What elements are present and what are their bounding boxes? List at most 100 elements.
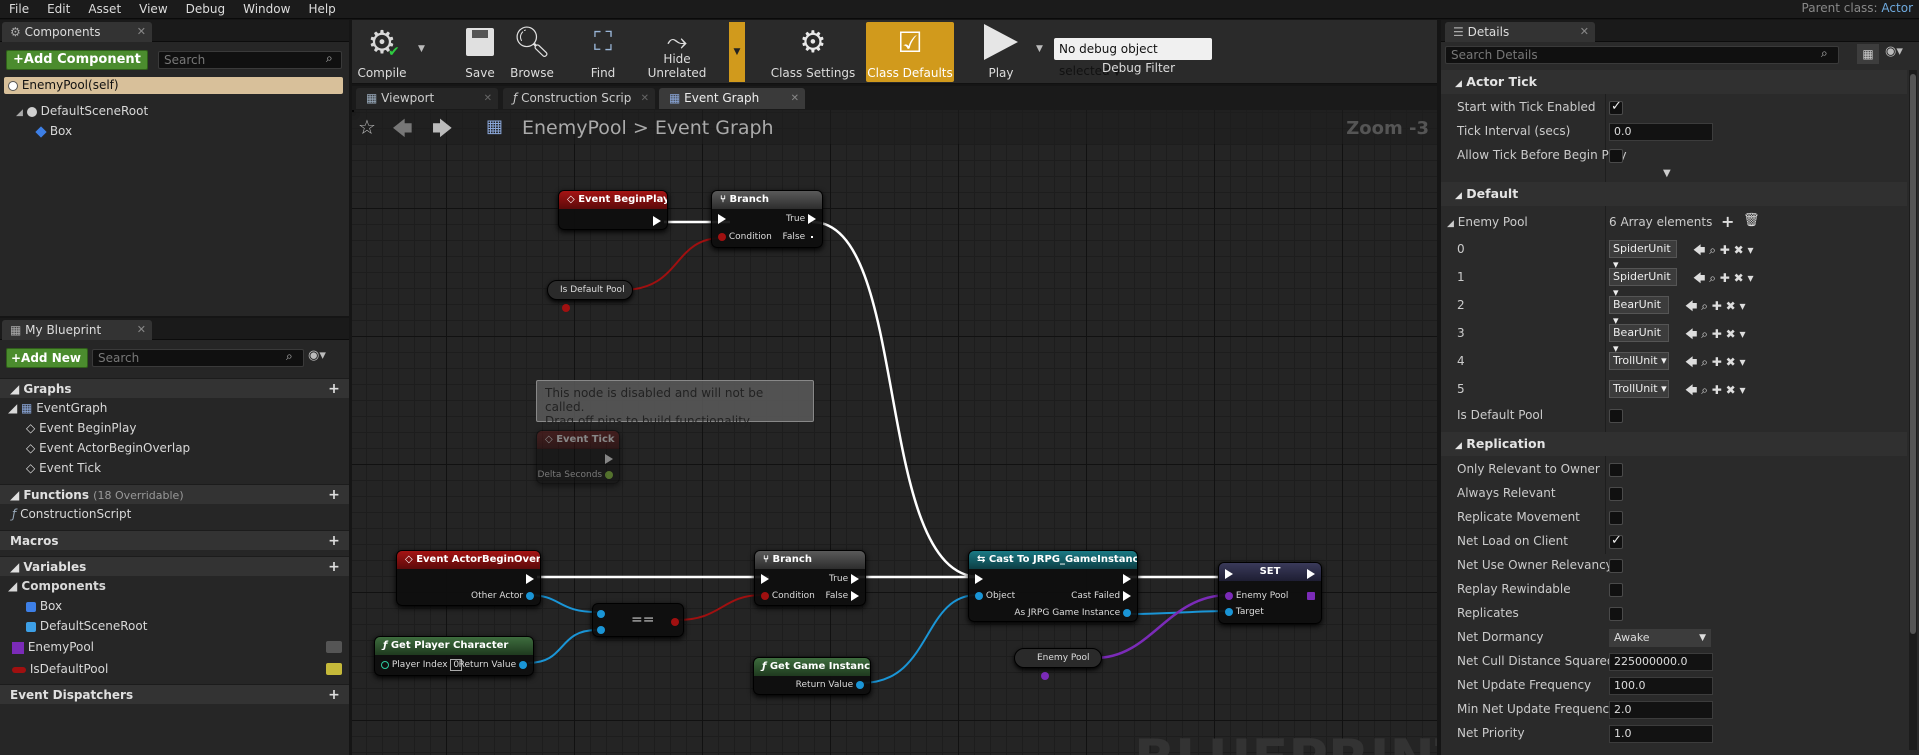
exec-out-pin[interactable] xyxy=(526,573,534,585)
tab-viewport[interactable]: ▦ Viewport✕ xyxy=(356,88,498,109)
visibility-open-icon[interactable] xyxy=(326,663,342,675)
target-pin[interactable]: Target xyxy=(1225,606,1264,618)
node-get-game-instance[interactable]: ƒ Get Game Instance Return Value xyxy=(753,657,871,695)
graphs-section[interactable]: ◢ Graphs+ xyxy=(0,378,349,398)
tree-item-box[interactable]: Box xyxy=(35,121,72,141)
node-get-isdefaultpool[interactable]: Is Default Pool xyxy=(547,280,633,312)
condition-pin[interactable]: Condition xyxy=(718,231,772,243)
details-search-input[interactable]: Search Details xyxy=(1445,46,1839,64)
expand-advanced-icon[interactable]: ▼ xyxy=(1663,168,1671,179)
add-variable-plus-icon[interactable]: + xyxy=(328,559,340,575)
exec-out-pin[interactable] xyxy=(1307,568,1315,580)
compile-button[interactable]: ⚙✔ Compile xyxy=(354,22,410,82)
var-item-defaultsceneroot[interactable]: DefaultSceneRoot xyxy=(26,616,147,636)
rep-checkbox[interactable] xyxy=(1609,583,1623,597)
var-item-enemypool[interactable]: EnemyPool xyxy=(12,637,342,657)
bool-out-pin[interactable] xyxy=(562,303,570,312)
eye-icon[interactable]: ◉▾ xyxy=(1885,44,1903,59)
tab-event-graph[interactable]: ▦ Event Graph✕ xyxy=(659,88,805,109)
details-scrollbar[interactable] xyxy=(1909,70,1917,750)
enemy-pool-out-pin[interactable] xyxy=(1307,590,1315,602)
node-get-enemypool[interactable]: Enemy Pool xyxy=(1014,648,1102,680)
forward-arrow-icon[interactable]: 🡆 xyxy=(432,116,453,140)
exec-out-pin[interactable] xyxy=(605,453,613,465)
true-pin[interactable]: True xyxy=(829,573,859,585)
object-pin[interactable]: Object xyxy=(975,590,1015,602)
self-item[interactable]: EnemyPool(self) xyxy=(4,77,343,94)
components-search-input[interactable]: Search xyxy=(158,51,342,69)
add-dispatcher-plus-icon[interactable]: + xyxy=(328,687,340,703)
browse-button[interactable]: 🔍︎ Browse xyxy=(501,22,563,82)
false-pin[interactable]: False xyxy=(783,231,816,243)
menu-debug[interactable]: Debug xyxy=(185,2,226,16)
allow-tick-checkbox[interactable] xyxy=(1609,149,1623,163)
tab-construction-script[interactable]: ƒ Construction Scrip✕ xyxy=(503,88,655,109)
save-button[interactable]: Save xyxy=(449,22,511,82)
delta-seconds-pin[interactable]: Delta Seconds xyxy=(537,469,613,481)
condition-pin[interactable]: Condition xyxy=(761,590,815,602)
add-function-plus-icon[interactable]: + xyxy=(328,487,340,503)
default-section[interactable]: ◢ Default xyxy=(1441,182,1907,206)
is-default-pool-checkbox[interactable] xyxy=(1609,409,1623,423)
add-new-button[interactable]: +Add New xyxy=(6,348,88,368)
macros-section[interactable]: Macros+ xyxy=(0,530,349,550)
element-class-select[interactable]: BearUnit ▾ xyxy=(1609,296,1669,327)
rep-checkbox[interactable] xyxy=(1609,533,1623,549)
functions-section[interactable]: ◢ Functions (18 Overridable)+ xyxy=(0,484,349,504)
return-value-pin[interactable]: Return Value xyxy=(459,659,527,671)
add-element-plus-icon[interactable]: + xyxy=(1721,212,1735,231)
close-icon[interactable]: ✕ xyxy=(790,93,799,104)
rep-checkbox[interactable] xyxy=(1609,487,1623,501)
menu-window[interactable]: Window xyxy=(243,2,291,16)
var-item-box[interactable]: Box xyxy=(26,596,62,616)
close-icon[interactable]: ✕ xyxy=(136,25,146,38)
net-update-input[interactable]: 100.0 xyxy=(1609,677,1713,695)
node-get-player-character[interactable]: ƒ Get Player Character Player Index 0 Re… xyxy=(374,636,534,676)
components-category[interactable]: ◢ Components xyxy=(8,579,106,593)
rep-checkbox[interactable] xyxy=(1609,559,1623,573)
class-settings-button[interactable]: ⚙ Class Settings xyxy=(770,22,856,82)
event-item-beginplay[interactable]: ◇ Event BeginPlay xyxy=(26,418,136,438)
my-blueprint-search-input[interactable]: Search xyxy=(92,349,304,367)
element-class-select[interactable]: BearUnit ▾ xyxy=(1609,324,1669,355)
menu-asset[interactable]: Asset xyxy=(88,2,122,16)
menu-help[interactable]: Help xyxy=(308,2,336,16)
false-pin[interactable]: False xyxy=(826,590,859,602)
element-tools-icons[interactable]: 🡄 ⌕ ✚ ✖ ▾ xyxy=(1685,383,1746,397)
debug-object-select[interactable]: No debug object selected ▼ xyxy=(1054,38,1212,78)
min-net-update-input[interactable]: 2.0 xyxy=(1609,701,1713,719)
node-set-enemypool[interactable]: SET Enemy Pool Target xyxy=(1218,562,1322,624)
exec-out-pin[interactable] xyxy=(1123,573,1131,585)
eye-icon[interactable]: ◉▾ xyxy=(308,348,326,363)
node-set-enemy-pool[interactable] xyxy=(352,110,354,112)
tab-details[interactable]: ☰ Details✕ xyxy=(1445,22,1595,42)
element-tools-icons[interactable]: 🡄 ⌕ ✚ ✖ ▾ xyxy=(1693,271,1754,285)
net-cull-input[interactable]: 225000000.0 xyxy=(1609,653,1713,671)
play-dropdown-icon[interactable]: ▼ xyxy=(1036,44,1043,54)
visibility-closed-icon[interactable] xyxy=(326,641,342,653)
tick-interval-input[interactable]: 0.0 xyxy=(1609,123,1713,141)
menu-view[interactable]: View xyxy=(139,2,168,16)
close-icon[interactable]: ✕ xyxy=(640,93,649,104)
exec-in-pin[interactable] xyxy=(761,573,769,585)
node-event-actorbeginoverlap[interactable]: ◇ Event ActorBeginOverlap Other Actor xyxy=(396,550,541,606)
other-actor-pin[interactable]: Other Actor xyxy=(471,590,534,602)
rep-checkbox[interactable] xyxy=(1609,463,1623,477)
class-defaults-button[interactable]: ☑ Class Defaults xyxy=(866,22,954,82)
equals-a-pin[interactable] xyxy=(597,608,605,620)
node-cast-to-jrpg-gameinstance[interactable]: ⇆ Cast To JRPG_GameInstance Object Cast … xyxy=(968,550,1138,622)
star-icon[interactable]: ☆ xyxy=(358,115,376,139)
play-button[interactable]: Play xyxy=(970,22,1032,82)
equals-b-pin[interactable] xyxy=(597,624,605,636)
replication-section[interactable]: ◢ Replication xyxy=(1441,432,1907,456)
element-tools-icons[interactable]: 🡄 ⌕ ✚ ✖ ▾ xyxy=(1693,243,1754,257)
node-equals[interactable]: == xyxy=(592,603,684,637)
event-item-actorbeginoverlap[interactable]: ◇ Event ActorBeginOverlap xyxy=(26,438,190,458)
player-index-value[interactable]: 0 xyxy=(450,659,463,671)
true-pin[interactable]: True xyxy=(786,213,816,225)
add-macro-plus-icon[interactable]: + xyxy=(328,533,340,549)
element-class-select[interactable]: SpiderUnit ▾ xyxy=(1609,240,1677,271)
element-class-select[interactable]: SpiderUnit ▾ xyxy=(1609,268,1677,299)
hide-unrelated-button[interactable]: ⤳ Hide Unrelated xyxy=(635,22,719,82)
tab-components[interactable]: ⚙ Components✕ xyxy=(2,22,152,42)
